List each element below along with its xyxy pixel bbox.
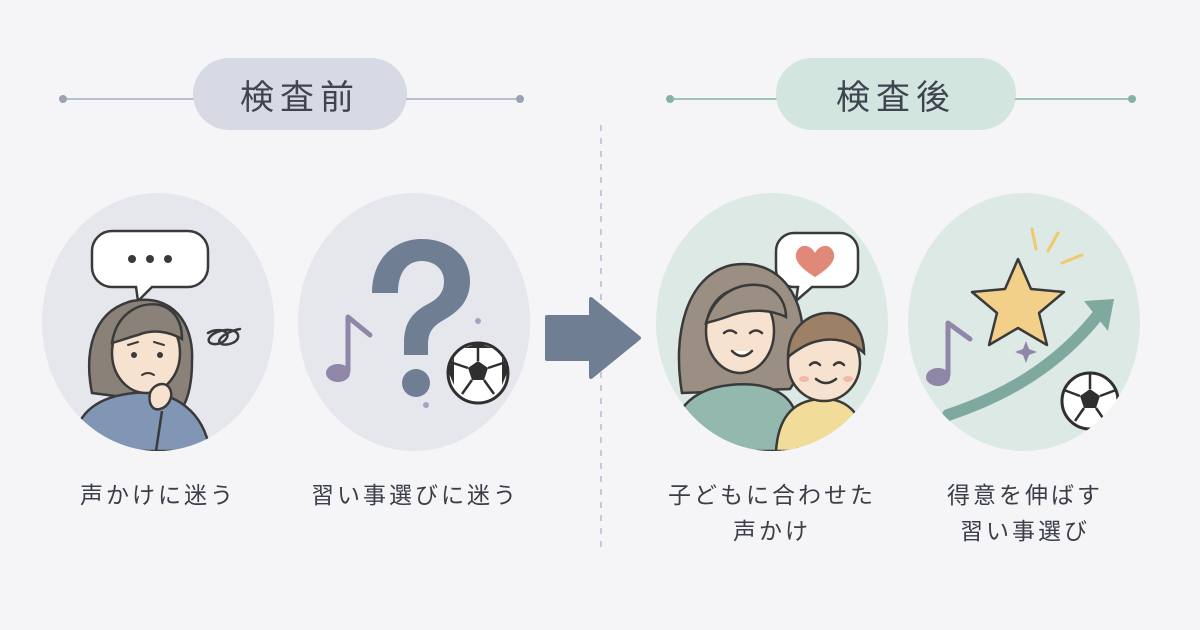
after-caption-2-line2: 習い事選び	[960, 519, 1090, 545]
before-rule-left	[62, 98, 194, 100]
soccer-ball-icon	[1060, 371, 1120, 431]
parent-child-illustration	[656, 193, 888, 451]
after-caption-1-line2: 声かけ	[733, 519, 811, 545]
before-rule-right-dot	[516, 95, 524, 103]
music-note-icon	[926, 320, 973, 386]
before-caption-2: 習い事選びに迷う	[311, 483, 519, 509]
after-rule-right	[1015, 98, 1131, 100]
after-caption-2-line1: 得意を伸ばす	[947, 483, 1103, 509]
confused-parent-illustration	[42, 193, 274, 451]
confused-lesson-illustration	[298, 193, 530, 451]
after-rule-left	[670, 98, 777, 100]
growth-arrow-icon	[942, 299, 1114, 421]
right-arrow-icon	[545, 297, 641, 379]
after-rule-left-dot	[666, 95, 674, 103]
before-label: 検査前	[193, 58, 407, 130]
question-mark-icon	[372, 239, 470, 397]
after-rule-right-dot	[1128, 95, 1136, 103]
before-caption-1: 声かけに迷う	[80, 483, 236, 509]
growth-illustration	[908, 193, 1140, 451]
after-caption-1-line1: 子どもに合わせた	[668, 483, 876, 509]
after-caption-1: 子どもに合わせた 声かけ	[640, 478, 904, 550]
before-rule-right	[406, 98, 520, 100]
speech-bubble-icon	[90, 229, 210, 304]
after-label: 検査後	[776, 58, 1016, 130]
after-caption-2: 得意を伸ばす 習い事選び	[900, 478, 1150, 550]
heart-bubble-icon	[774, 231, 860, 305]
confusion-squiggle-icon	[206, 327, 242, 346]
soccer-ball-icon	[446, 341, 510, 405]
sparkle-icon	[1030, 227, 1084, 265]
star-icon	[970, 257, 1066, 347]
music-note-icon	[326, 314, 373, 382]
before-rule-left-dot	[59, 95, 67, 103]
